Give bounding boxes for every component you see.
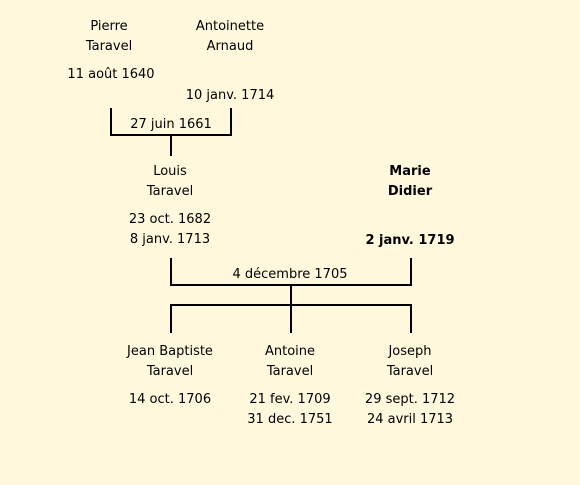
joseph-birth-date: 29 sept. 1712 — [364, 392, 456, 407]
marie-connector-line — [410, 258, 412, 286]
antoine-birth-date: 21 fev. 1709 — [249, 392, 331, 407]
louis-last-name: Taravel — [146, 184, 194, 199]
marie-death-date: 2 janv. 1719 — [365, 233, 455, 248]
antoine-death-date: 31 dec. 1751 — [247, 412, 333, 427]
jean-baptiste-last-name: Taravel — [146, 364, 194, 379]
parents-descent-line — [290, 284, 292, 306]
parents-marriage-date: 4 décembre 1705 — [232, 267, 348, 282]
grandparents-descent-line — [170, 134, 172, 156]
jean-baptiste-first-name: Jean Baptiste — [127, 344, 213, 359]
child-1-connector-line — [170, 304, 172, 333]
antoinette-first-name: Antoinette — [195, 19, 265, 34]
louis-birth-date: 23 oct. 1682 — [128, 212, 212, 227]
louis-first-name: Louis — [153, 164, 187, 179]
pierre-connector-line — [110, 108, 112, 136]
pierre-first-name: Pierre — [90, 19, 128, 34]
joseph-death-date: 24 avril 1713 — [366, 412, 454, 427]
antoine-last-name: Taravel — [266, 364, 314, 379]
antoine-first-name: Antoine — [264, 344, 316, 359]
antoinette-death-date: 10 janv. 1714 — [185, 88, 275, 103]
pierre-birth-date: 11 août 1640 — [67, 67, 155, 82]
child-3-connector-line — [410, 304, 412, 333]
marie-first-name: Marie — [389, 164, 431, 179]
marie-last-name: Didier — [387, 184, 433, 199]
child-2-connector-line — [290, 304, 292, 333]
louis-death-date: 8 janv. 1713 — [129, 232, 211, 247]
jean-baptiste-birth-date: 14 oct. 1706 — [128, 392, 212, 407]
antoinette-connector-line — [230, 108, 232, 136]
joseph-first-name: Joseph — [388, 344, 432, 359]
pierre-last-name: Taravel — [85, 39, 133, 54]
antoinette-last-name: Arnaud — [206, 39, 254, 54]
louis-connector-line — [170, 258, 172, 286]
grandparents-marriage-date: 27 juin 1661 — [130, 117, 212, 132]
joseph-last-name: Taravel — [386, 364, 434, 379]
